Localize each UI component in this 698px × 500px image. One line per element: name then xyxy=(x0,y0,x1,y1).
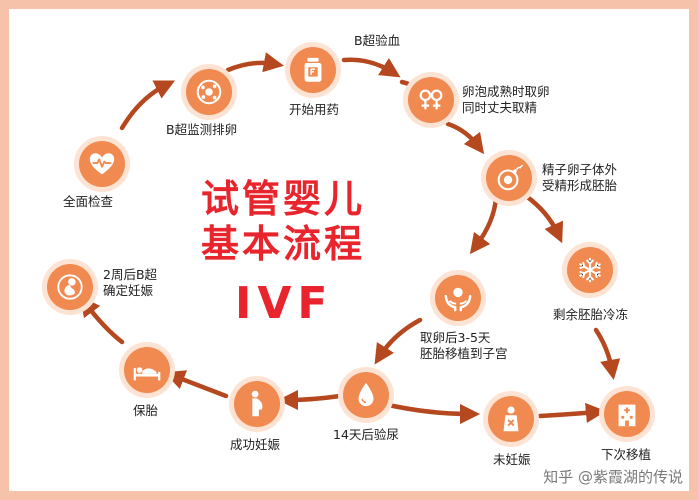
step-not-pregnant xyxy=(488,396,534,442)
step-label-b-ultrasound-ovulation: B超监测排卵 xyxy=(166,122,238,137)
step-label-urine-test: 14天后验尿 xyxy=(333,427,399,442)
arrow-retrieval-to-fertilization xyxy=(445,121,485,155)
step-label-next-transfer: 下次移植 xyxy=(601,447,652,462)
snowflake-icon xyxy=(579,257,601,283)
step-next-transfer xyxy=(604,391,650,437)
heart-pulse-icon xyxy=(89,153,115,175)
step-label-egg-retrieval: 卵泡成熟时取卵同时丈夫取精 xyxy=(462,84,550,115)
pregnant-icon xyxy=(251,390,263,417)
arrow-transfer-to-test xyxy=(374,317,423,365)
arrow-check-to-monitor xyxy=(119,80,176,131)
step-ivf-fertilization xyxy=(486,155,532,201)
arrow-test-to-success xyxy=(277,389,343,411)
step-label-not-pregnant: 未妊娠 xyxy=(493,452,531,467)
step-urine-test xyxy=(343,372,389,418)
title-ivf: IVF xyxy=(235,278,334,329)
hands-embryo-icon xyxy=(444,287,472,312)
bed-rest-icon xyxy=(133,367,161,381)
step-label-start-medication: 开始用药 xyxy=(289,102,340,117)
title-line-1: 试管婴儿 xyxy=(201,177,366,221)
sperm-egg-icon xyxy=(497,164,524,191)
fetus-icon xyxy=(57,274,83,300)
woman-cross-icon xyxy=(503,406,519,432)
arrow-protect-to-confirm xyxy=(79,295,125,345)
step-b-ultrasound-ovulation xyxy=(186,69,232,115)
step-freeze-embryo xyxy=(567,247,613,293)
step-label-freeze-embryo: 剩余胚胎冷冻 xyxy=(553,307,629,322)
arrow-fertilization-to-freeze xyxy=(523,193,564,244)
title-line-2: 基本流程 xyxy=(201,222,366,266)
arrow-notpregnant-to-next xyxy=(537,402,607,423)
follicle-icon xyxy=(196,79,222,105)
step-label-full-check: 全面检查 xyxy=(63,194,114,209)
step-label-confirm-pregnancy: 2周后B超确定妊娠 xyxy=(103,267,158,298)
step-full-check xyxy=(79,141,125,187)
gender-symbols-icon xyxy=(419,89,443,110)
arrow-success-to-protect xyxy=(164,370,229,399)
hospital-icon xyxy=(618,404,636,427)
step-success-pregnancy xyxy=(234,381,280,427)
arrow-test-to-notpregnant xyxy=(381,401,481,425)
step-start-medication xyxy=(290,47,336,93)
arrow-freeze-to-next xyxy=(593,327,621,380)
step-label-ivf-fertilization: 精子卵子体外受精形成胚胎 xyxy=(542,162,618,193)
step-label-success-pregnancy: 成功妊娠 xyxy=(230,437,281,452)
arrow-medication-to-blood xyxy=(341,57,401,78)
step-protect-fetus xyxy=(124,347,170,393)
step-egg-retrieval xyxy=(408,77,454,123)
arrow-fertilization-to-transfer xyxy=(469,195,499,255)
drop-icon xyxy=(358,382,374,407)
step-embryo-transfer xyxy=(435,275,481,321)
step-label-protect-fetus: 保胎 xyxy=(133,403,159,418)
step-label-embryo-transfer: 取卵后3-5天胚胎移植到子宫 xyxy=(420,330,508,361)
watermark: 知乎 @紫霞湖的传说 xyxy=(543,468,683,486)
step-confirm-pregnancy xyxy=(47,264,93,310)
step-label-b-ultrasound-blood: B超验血 xyxy=(354,33,401,48)
arrow-monitor-to-medication xyxy=(225,52,284,73)
medicine-bottle-icon xyxy=(304,57,322,82)
